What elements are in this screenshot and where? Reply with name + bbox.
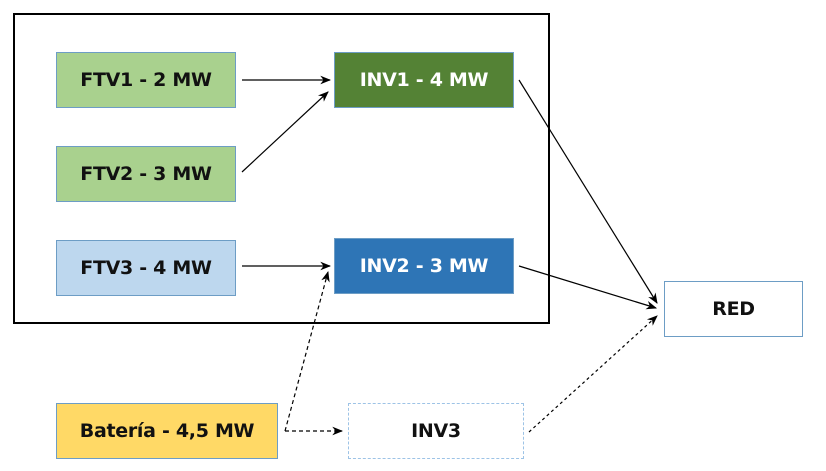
node-inv1[interactable]: INV1 - 4 MW xyxy=(334,52,514,108)
node-label: FTV1 - 2 MW xyxy=(80,69,212,91)
node-red[interactable]: RED xyxy=(664,281,803,337)
node-label: INV1 - 4 MW xyxy=(359,69,489,91)
node-label: INV3 xyxy=(411,420,461,442)
node-inv3[interactable]: INV3 xyxy=(348,403,524,459)
node-label: Batería - 4,5 MW xyxy=(79,420,255,442)
node-label: FTV3 - 4 MW xyxy=(80,257,212,279)
node-label: RED xyxy=(712,298,755,320)
node-label: FTV2 - 3 MW xyxy=(80,163,212,185)
node-inv2[interactable]: INV2 - 3 MW xyxy=(334,238,514,294)
node-ftv1[interactable]: FTV1 - 2 MW xyxy=(56,52,236,108)
node-label: INV2 - 3 MW xyxy=(359,255,489,277)
node-ftv3[interactable]: FTV3 - 4 MW xyxy=(56,240,236,296)
edge-inv3-red xyxy=(528,315,658,433)
node-ftv2[interactable]: FTV2 - 3 MW xyxy=(56,146,236,202)
node-bateria[interactable]: Batería - 4,5 MW xyxy=(56,403,278,459)
